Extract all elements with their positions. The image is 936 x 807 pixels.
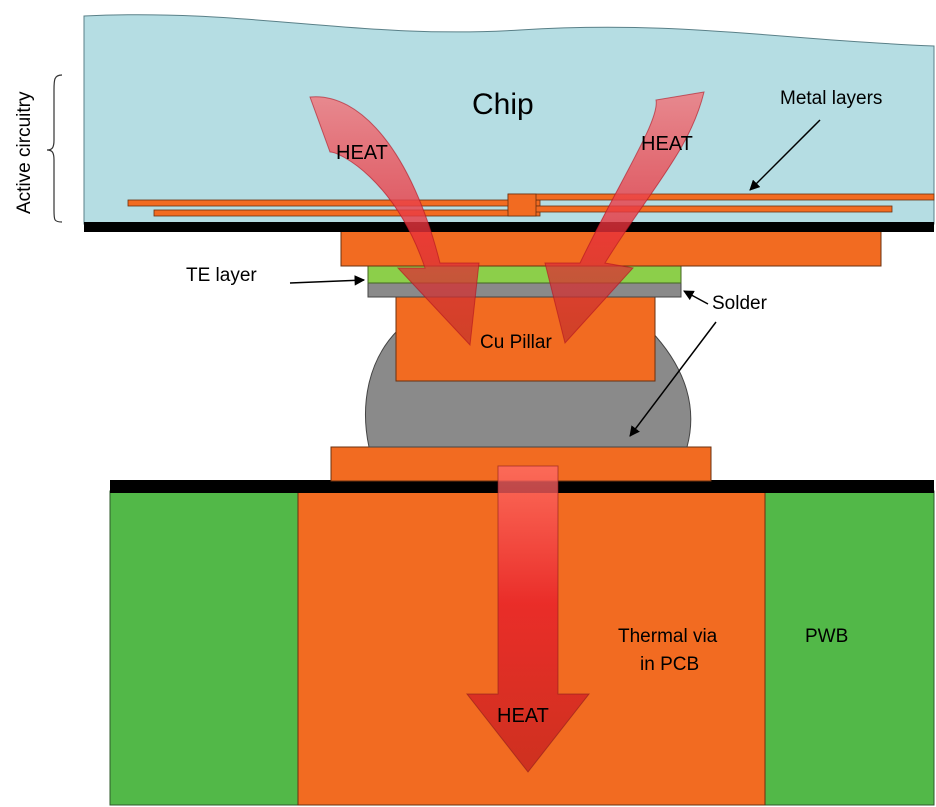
metal-via (507, 193, 537, 217)
heat-left-label: HEAT (336, 142, 388, 164)
active-circuitry-label: Active circuitry (14, 91, 35, 214)
chip-label: Chip (472, 88, 534, 121)
chip-body (83, 14, 935, 225)
heat-arrow-left (309, 96, 480, 347)
solder-leader-bottom (629, 321, 717, 437)
thermal-via-label-line2: in PCB (640, 654, 699, 675)
solder-label: Solder (712, 293, 768, 314)
metal-layer-4 (507, 205, 893, 213)
metal-layers-label: Metal layers (780, 88, 882, 109)
cu-pillar-label: Cu Pillar (480, 332, 552, 353)
solder-leader-top (683, 290, 709, 305)
metal-layer-3 (507, 193, 935, 201)
te-layer-label: TE layer (186, 265, 257, 286)
chip-bottom-black-layer (84, 222, 934, 232)
active-circuitry-brace (46, 74, 63, 223)
pwb-label: PWB (805, 626, 848, 647)
te-layer-leader (289, 275, 366, 286)
thermal-via-label-line1: Thermal via (618, 626, 718, 647)
heat-arrow-down (465, 465, 591, 773)
metal-layer-1 (127, 199, 541, 207)
pwb-left (109, 490, 301, 806)
metal-layer-2 (153, 209, 541, 217)
pwb-right (763, 490, 935, 806)
heat-right-label: HEAT (641, 133, 693, 155)
heat-down-label: HEAT (497, 705, 549, 727)
heat-arrow-right (544, 91, 705, 345)
metal-layers-leader (749, 119, 821, 191)
